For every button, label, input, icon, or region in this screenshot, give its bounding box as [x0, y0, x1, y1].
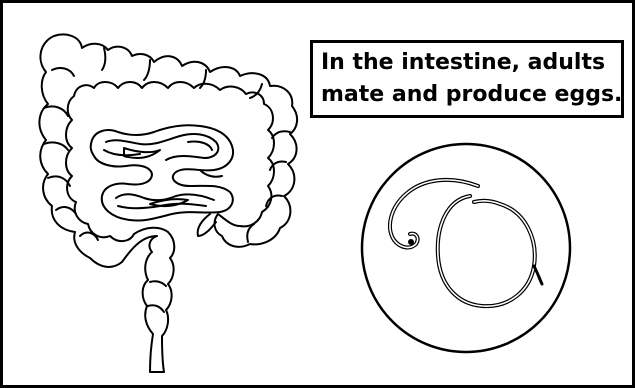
- colon-fold: [144, 60, 150, 80]
- magnifier-circle: [362, 144, 570, 352]
- colon-fold: [44, 142, 68, 150]
- colon-fold: [80, 233, 98, 240]
- colon-fold: [148, 305, 164, 312]
- appendix: [198, 214, 216, 236]
- worm-right: [438, 196, 535, 306]
- colon-fold: [44, 106, 68, 116]
- small-intestine: [91, 125, 233, 220]
- caption-line-2: mate and produce eggs.: [321, 79, 615, 111]
- intestine-illustration: [39, 35, 297, 373]
- worm-left-inner: [390, 180, 478, 248]
- colon-outline: [39, 35, 297, 373]
- colon-fold: [200, 70, 206, 88]
- worm-head: [408, 239, 414, 245]
- caption-line-1: In the intestine, adults: [321, 47, 615, 79]
- worm-left: [390, 180, 478, 248]
- colon-fold: [150, 281, 166, 286]
- colon-fold: [272, 131, 290, 138]
- colon-fold: [56, 207, 76, 214]
- worm-tail: [534, 266, 542, 284]
- magnified-adult-worms: [362, 144, 570, 352]
- colon-fold: [52, 68, 74, 76]
- colon-fold: [102, 48, 105, 70]
- caption-box: In the intestine, adults mate and produc…: [310, 40, 624, 118]
